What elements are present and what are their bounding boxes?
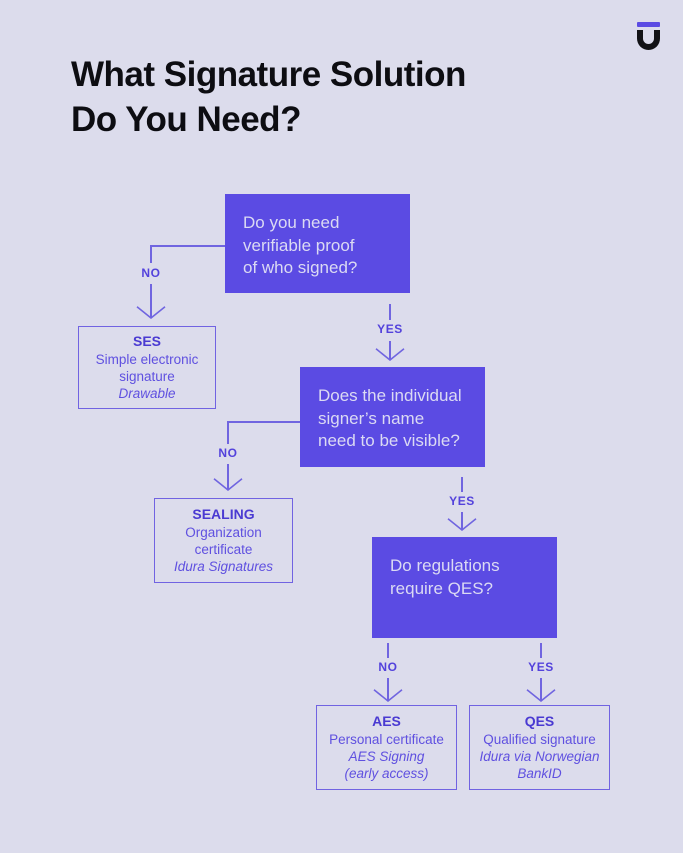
outcome-title: SEALING bbox=[192, 506, 255, 522]
branch-label-no: NO bbox=[141, 266, 161, 280]
outcome-title: SES bbox=[132, 333, 161, 349]
page-title-line-1: What Signature Solution bbox=[71, 55, 466, 94]
connector-line bbox=[389, 304, 391, 320]
outcome-body-line: Organization bbox=[185, 525, 262, 540]
decision-text-line: Does the individual bbox=[318, 386, 462, 405]
branch-label-no: NO bbox=[218, 446, 238, 460]
connector-line bbox=[150, 245, 152, 263]
arrow-down-icon bbox=[213, 478, 243, 491]
decision-text-line: of who signed? bbox=[243, 258, 358, 277]
outcome-note-line: Drawable bbox=[118, 386, 176, 401]
outcome-note-line: Idura via Norwegian bbox=[479, 749, 600, 764]
decision-box-verifiable-proof: Do you need verifiable proof of who sign… bbox=[225, 194, 410, 293]
outcome-box-sealing: SEALING Organization certificate Idura S… bbox=[154, 498, 293, 583]
decision-text-line: Do you need bbox=[243, 213, 340, 232]
connector-line bbox=[461, 512, 463, 530]
outcome-title: QES bbox=[524, 713, 555, 729]
outcome-body-line: Simple electronic bbox=[95, 352, 199, 367]
connector-line bbox=[151, 245, 225, 247]
outcome-title: AES bbox=[372, 713, 401, 729]
arrow-down-icon bbox=[447, 518, 477, 531]
arrow-down-icon bbox=[375, 348, 405, 361]
arrow-down-icon bbox=[136, 306, 166, 319]
branch-label-yes: YES bbox=[449, 494, 475, 508]
decision-text-line: verifiable proof bbox=[243, 235, 355, 255]
arrow-down-icon bbox=[526, 689, 556, 702]
page-title-line-2: Do You Need? bbox=[71, 100, 301, 139]
decision-box-name-visible: Does the individual signer’s name need t… bbox=[300, 367, 485, 467]
connector-line bbox=[387, 678, 389, 701]
logo-bar-shape bbox=[637, 22, 660, 27]
decision-text-line: need to be visible? bbox=[318, 431, 460, 450]
connector-line bbox=[387, 643, 389, 658]
connector-line bbox=[540, 678, 542, 701]
outcome-note-line: Idura Signatures bbox=[173, 559, 274, 574]
logo-d-mark-cutout bbox=[643, 30, 654, 44]
connector-line bbox=[540, 643, 542, 658]
outcome-box-ses: SES Simple electronic signature Drawable bbox=[78, 326, 216, 409]
connector-line bbox=[228, 421, 300, 423]
connector-line bbox=[227, 421, 229, 444]
outcome-note-line: AES Signing bbox=[348, 749, 425, 764]
arrow-down-icon bbox=[373, 689, 403, 702]
outcome-note-line: (early access) bbox=[344, 766, 429, 781]
idura-logo bbox=[637, 22, 660, 50]
outcome-body-line: certificate bbox=[194, 542, 253, 557]
outcome-box-aes: AES Personal certificate AES Signing (ea… bbox=[316, 705, 457, 790]
decision-text-line: require QES? bbox=[390, 578, 493, 598]
connector-line bbox=[150, 284, 152, 318]
outcome-box-qes: QES Qualified signature Idura via Norweg… bbox=[469, 705, 610, 790]
connector-line bbox=[227, 464, 229, 490]
decision-box-require-qes: Do regulations require QES? bbox=[372, 537, 557, 638]
page-title: What Signature Solution Do You Need? bbox=[71, 52, 651, 142]
connector-line bbox=[461, 477, 463, 492]
logo-d-mark-icon bbox=[637, 30, 660, 50]
decision-text-line: signer’s name bbox=[318, 408, 425, 428]
outcome-note-line: BankID bbox=[517, 766, 562, 781]
outcome-body-line: Personal certificate bbox=[329, 732, 444, 747]
branch-label-yes: YES bbox=[377, 322, 403, 336]
outcome-body-line: signature bbox=[119, 369, 175, 384]
branch-label-yes: YES bbox=[528, 660, 554, 674]
branch-label-no: NO bbox=[378, 660, 398, 674]
decision-text-line: Do regulations bbox=[390, 556, 500, 575]
connector-line bbox=[389, 341, 391, 360]
outcome-body-line: Qualified signature bbox=[483, 732, 596, 747]
